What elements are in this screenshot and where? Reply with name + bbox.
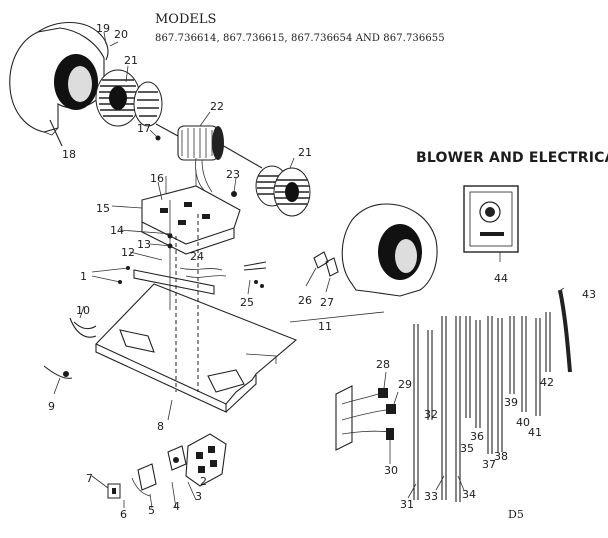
part-label-40: 40 — [516, 416, 530, 429]
part-label-33: 33 — [424, 490, 438, 503]
part-label-9: 9 — [48, 400, 55, 413]
part-label-28: 28 — [376, 358, 390, 371]
part-label-27: 27 — [320, 296, 334, 309]
part-label-1: 1 — [80, 270, 87, 283]
wire-leads-left — [43, 305, 97, 395]
part-label-38: 38 — [494, 450, 508, 463]
motor-mount-bracket — [141, 170, 241, 255]
part-label-11: 11 — [318, 320, 332, 333]
models-list: 867.736614, 867.736615, 867.736654 AND 8… — [155, 33, 445, 44]
blower-wheel-right — [255, 165, 311, 217]
part-label-8: 8 — [157, 420, 164, 433]
part-label-42: 42 — [540, 376, 554, 389]
part-label-30: 30 — [384, 464, 398, 477]
part-label-15: 15 — [96, 202, 110, 215]
part-label-4: 4 — [173, 500, 180, 513]
part-label-36: 36 — [470, 430, 484, 443]
part-label-2: 2 — [200, 475, 207, 488]
part-label-31: 31 — [400, 498, 414, 511]
base-plate — [95, 283, 298, 421]
part-label-7: 7 — [86, 472, 93, 485]
part-label-23: 23 — [226, 168, 240, 181]
mounting-rail — [91, 266, 215, 295]
part-label-21-right: 21 — [298, 146, 312, 159]
part-label-37: 37 — [482, 458, 496, 471]
section-title: BLOWER AND ELECTRICAL — [416, 150, 608, 166]
blower-wheel-left — [95, 69, 163, 127]
part-label-13: 13 — [137, 238, 151, 251]
part-label-24: 24 — [190, 250, 204, 263]
part-label-22: 22 — [210, 100, 224, 113]
part-label-44: 44 — [494, 272, 508, 285]
blower-housing-right — [289, 203, 438, 323]
part-label-12: 12 — [121, 246, 135, 259]
part-label-14: 14 — [110, 224, 124, 237]
part-labels: 1 2 3 4 5 6 7 8 9 10 11 12 13 14 15 16 1… — [48, 22, 596, 521]
part-label-17: 17 — [137, 122, 151, 135]
part-label-20: 20 — [114, 28, 128, 41]
part-label-6: 6 — [120, 508, 127, 521]
wire-harness — [179, 261, 267, 295]
power-cord — [557, 287, 572, 373]
part-label-34: 34 — [462, 488, 476, 501]
part-label-18: 18 — [62, 148, 76, 161]
part-label-19: 19 — [96, 22, 110, 35]
thermostat — [463, 185, 519, 262]
part-label-32: 32 — [424, 408, 438, 421]
page-code: D5 — [508, 508, 524, 521]
part-label-21-left: 21 — [124, 54, 138, 67]
models-title: MODELS — [155, 12, 217, 27]
heating-rods — [407, 312, 551, 502]
blower-motor — [155, 123, 263, 193]
part-label-41: 41 — [528, 426, 542, 439]
part-label-43: 43 — [582, 288, 596, 301]
part-label-35: 35 — [460, 442, 474, 455]
terminal-block — [167, 433, 227, 487]
switch-parts — [91, 463, 197, 509]
part-label-16: 16 — [150, 172, 164, 185]
part-label-5: 5 — [148, 504, 155, 517]
part-label-39: 39 — [504, 396, 518, 409]
switch-bracket — [335, 371, 399, 464]
bracket-clips — [305, 251, 339, 293]
part-label-10: 10 — [76, 304, 90, 317]
part-label-25: 25 — [240, 296, 254, 309]
part-label-29: 29 — [398, 378, 412, 391]
blower-housing-left — [9, 22, 109, 136]
part-label-3: 3 — [195, 490, 202, 503]
part-label-26: 26 — [298, 294, 312, 307]
